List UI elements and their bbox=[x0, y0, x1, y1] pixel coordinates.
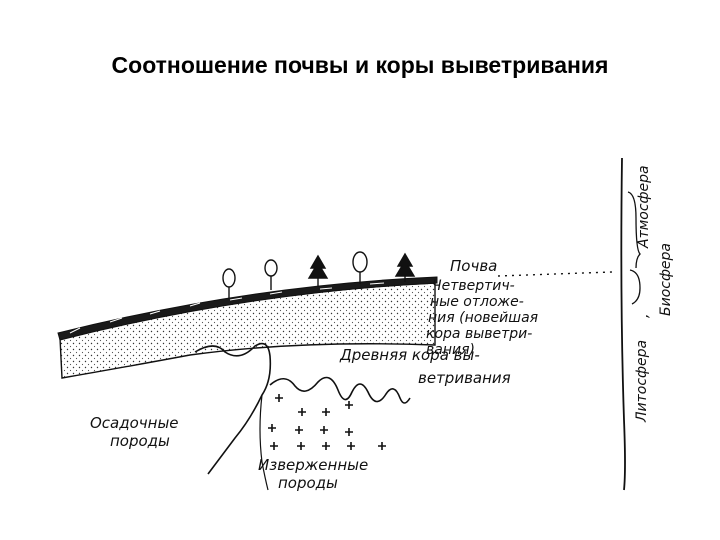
soil-layer bbox=[57, 276, 438, 341]
deciduous-tree-icon bbox=[222, 268, 236, 298]
deciduous-tree-icon bbox=[352, 251, 368, 284]
ancient-crust-boundary bbox=[194, 342, 272, 475]
label-quaternary-4: кора выветри- bbox=[426, 326, 532, 342]
atmosphere-bracket bbox=[627, 191, 641, 269]
ancient-crust-boundary-east bbox=[269, 376, 411, 404]
label-sedimentary-1: Осадочные bbox=[90, 414, 179, 432]
igneous-boundary-south bbox=[259, 394, 269, 491]
label-lithosphere: Литосфера bbox=[634, 340, 650, 423]
label-atmosphere: Атмосфера bbox=[636, 165, 652, 249]
sphere-scale-line bbox=[620, 157, 626, 491]
label-quaternary-3: ния (новейшая bbox=[428, 310, 538, 326]
soil-to-scale-dashed-line bbox=[497, 271, 613, 277]
label-quaternary-5: вания) bbox=[426, 342, 475, 358]
label-sedimentary-2: породы bbox=[110, 432, 170, 450]
biosphere-bracket bbox=[629, 269, 641, 305]
igneous-rock-symbols bbox=[268, 394, 386, 450]
label-ancient-crust-1: Древняя кора вы- bbox=[339, 346, 480, 364]
label-igneous-2: породы bbox=[278, 474, 338, 492]
label-quaternary-1: Четвертич- bbox=[432, 278, 515, 294]
label-quaternary-2: ные отложе- bbox=[430, 294, 524, 310]
page-title: Соотношение почвы и коры выветривания bbox=[111, 52, 609, 78]
label-soil: Почва bbox=[450, 257, 497, 275]
label-ancient-crust-2: ветривания bbox=[418, 369, 511, 387]
deciduous-tree-icon bbox=[264, 259, 278, 290]
label-igneous-1: Изверженные bbox=[258, 456, 368, 474]
conifer-tree-icon bbox=[394, 252, 416, 282]
label-biosphere: Биосфера bbox=[658, 243, 674, 316]
soil-layer-hatching bbox=[69, 282, 385, 334]
label-comma: , bbox=[636, 314, 652, 318]
tree-icons bbox=[222, 251, 416, 298]
conifer-tree-icon bbox=[307, 254, 329, 287]
